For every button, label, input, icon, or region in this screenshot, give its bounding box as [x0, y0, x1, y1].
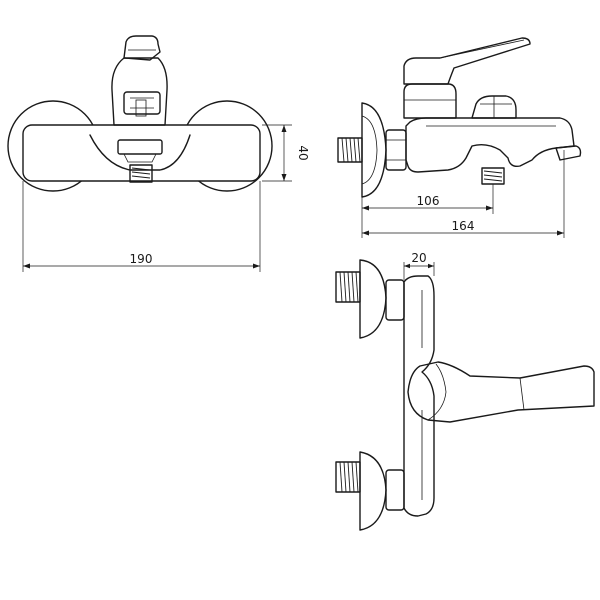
- dim-40-label: 40: [296, 145, 310, 160]
- side-outlet-thread: [481, 167, 505, 185]
- dim-106-label: 106: [417, 194, 440, 208]
- front-lever-handle: [123, 35, 161, 61]
- side-body: [405, 117, 575, 173]
- front-cartridge-collar: [123, 91, 161, 115]
- side-lever-handle: [403, 37, 531, 85]
- front-lever-column: [111, 57, 168, 126]
- top-upper-inlet-thread: [335, 271, 361, 303]
- front-body: [22, 124, 261, 182]
- top-body-bar: [403, 275, 435, 517]
- side-outlet-nozzle: [555, 145, 582, 161]
- dim-190-label: 190: [130, 252, 153, 266]
- side-escutcheon: [361, 102, 387, 198]
- side-lever-column: [403, 83, 457, 119]
- top-lower-escutcheon: [359, 451, 387, 531]
- top-view: 20: [335, 251, 595, 531]
- dim-164-label: 164: [452, 219, 475, 233]
- front-outlet-thread: [129, 164, 153, 183]
- side-inlet-thread: [337, 137, 363, 163]
- dim-20-label: 20: [411, 251, 426, 265]
- top-lower-nut: [385, 469, 405, 511]
- top-upper-nut: [385, 279, 405, 321]
- front-spout: [89, 134, 191, 171]
- top-upper-escutcheon: [359, 259, 387, 339]
- front-view: 40 190: [7, 35, 310, 272]
- top-lower-inlet-thread: [335, 461, 361, 493]
- side-view: 106 164: [337, 37, 582, 238]
- side-nut: [385, 129, 407, 171]
- side-diverter-knob: [471, 95, 517, 119]
- top-lever-handle: [407, 361, 595, 423]
